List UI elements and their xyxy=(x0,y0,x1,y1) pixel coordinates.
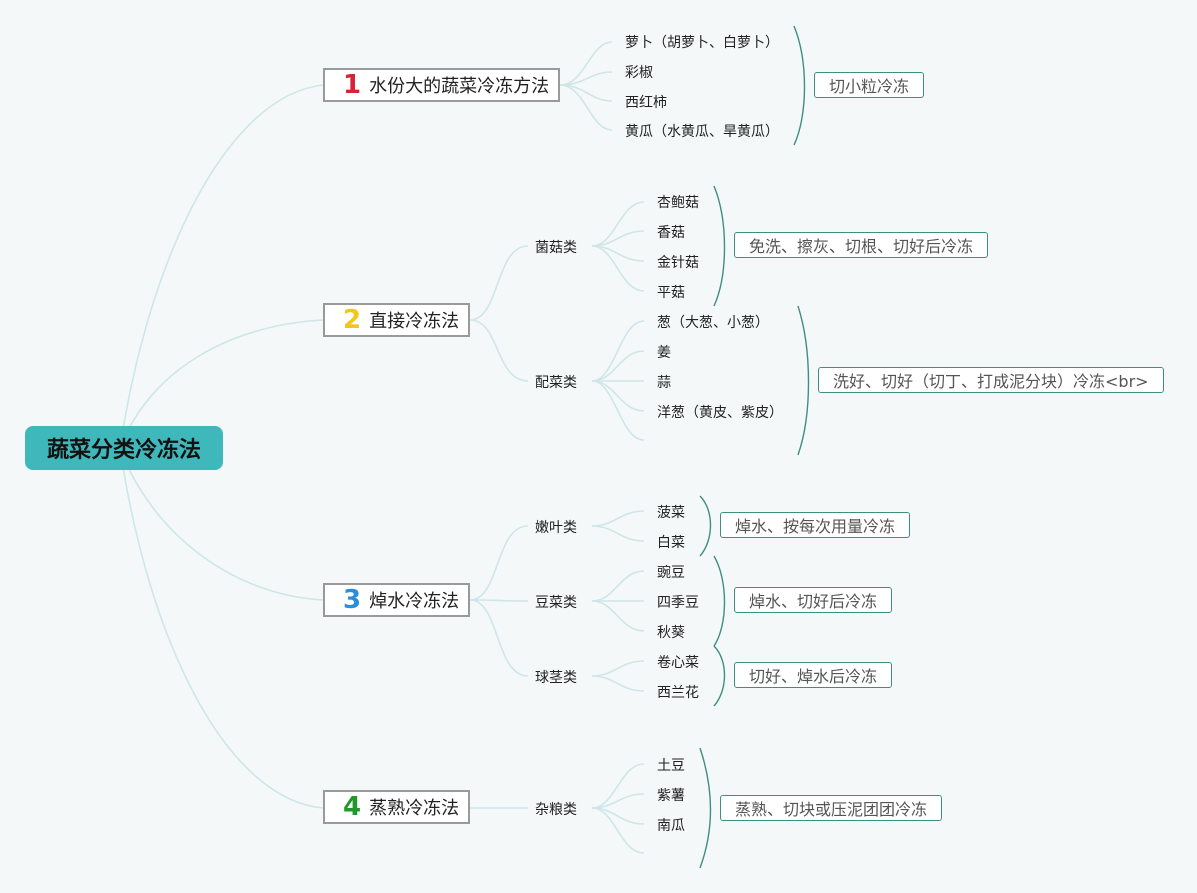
method-3: 3 焯水冷冻法 xyxy=(323,583,470,617)
bean-item-2: 四季豆 xyxy=(657,595,699,611)
root-to-method-1 xyxy=(119,84,324,449)
seasoning-note: 洗好、切好（切丁、打成泥分块）冷冻<br> xyxy=(818,367,1164,393)
method-4-number: 4 xyxy=(343,792,362,822)
grain-note: 蒸熟、切块或压泥团团冷冻 xyxy=(720,795,943,821)
mushroom-item-2: 香菇 xyxy=(657,225,685,241)
grain-item-2: 紫薯 xyxy=(657,788,685,804)
method-2-label: 直接冷冻法 xyxy=(369,311,460,332)
method-1-number: 1 xyxy=(343,70,362,100)
seasoning-item-3: 蒜 xyxy=(657,375,671,391)
m1-note: 切小粒冷冻 xyxy=(814,72,925,98)
bracket-bean xyxy=(713,555,726,647)
method-2: 2 直接冷冻法 xyxy=(323,303,470,337)
bracket-stem xyxy=(713,645,726,707)
leafy-item-1: 菠菜 xyxy=(657,505,685,521)
m1-item-cucumber: 黄瓜（水黄瓜、旱黄瓜） xyxy=(625,124,779,140)
seasoning-item-2: 姜 xyxy=(657,345,671,361)
stem-item-2: 西兰花 xyxy=(657,685,699,701)
mushroom-item-3: 金针菇 xyxy=(657,255,699,271)
m1-item-carrot: 萝卜（胡萝卜、白萝卜） xyxy=(625,35,779,51)
leafy-note: 焯水、按每次用量冷冻 xyxy=(720,512,911,538)
grain-item-1: 土豆 xyxy=(657,758,685,774)
root-topic: 蔬菜分类冷冻法 xyxy=(25,426,223,470)
method-3-number: 3 xyxy=(343,585,362,615)
leafy-item-2: 白菜 xyxy=(657,535,685,551)
stem-note: 切好、焯水后冷冻 xyxy=(734,662,893,688)
bracket-mushroom xyxy=(713,185,726,307)
method-1: 1 水份大的蔬菜冷冻方法 xyxy=(323,68,560,102)
method-4: 4 蒸熟冷冻法 xyxy=(323,790,470,824)
mushroom-note: 免洗、擦灰、切根、切好后冷冻 xyxy=(734,232,989,258)
method-4-label: 蒸熟冷冻法 xyxy=(369,798,460,819)
category-leafy: 嫩叶类 xyxy=(535,520,577,536)
bean-note: 焯水、切好后冷冻 xyxy=(734,587,893,613)
m1-item-pepper: 彩椒 xyxy=(625,65,653,81)
bean-item-3: 秋葵 xyxy=(657,625,685,641)
root-to-method-3 xyxy=(119,447,324,601)
root-to-method-2 xyxy=(119,319,324,449)
seasoning-item-1: 葱（大葱、小葱） xyxy=(657,315,769,331)
category-bean: 豆菜类 xyxy=(535,595,577,611)
bean-item-1: 豌豆 xyxy=(657,565,685,581)
category-grain: 杂粮类 xyxy=(535,802,577,818)
bracket-m1 xyxy=(793,25,806,146)
category-mushroom: 菌菇类 xyxy=(535,240,577,256)
seasoning-item-4: 洋葱（黄皮、紫皮） xyxy=(657,405,783,421)
bracket-seasoning xyxy=(797,305,810,456)
bracket-grain xyxy=(699,747,712,869)
mushroom-item-4: 平菇 xyxy=(657,285,685,301)
bracket-leafy xyxy=(699,495,712,557)
category-seasoning: 配菜类 xyxy=(535,375,577,391)
m1-item-tomato: 西红柿 xyxy=(625,95,667,111)
method-1-label: 水份大的蔬菜冷冻方法 xyxy=(369,76,550,97)
category-stem: 球茎类 xyxy=(535,670,577,686)
method-2-number: 2 xyxy=(343,305,362,335)
method-3-label: 焯水冷冻法 xyxy=(369,591,460,612)
stem-item-1: 卷心菜 xyxy=(657,655,699,671)
root-to-method-4 xyxy=(119,447,324,809)
grain-item-3: 南瓜 xyxy=(657,818,685,834)
mushroom-item-1: 杏鲍菇 xyxy=(657,195,699,211)
